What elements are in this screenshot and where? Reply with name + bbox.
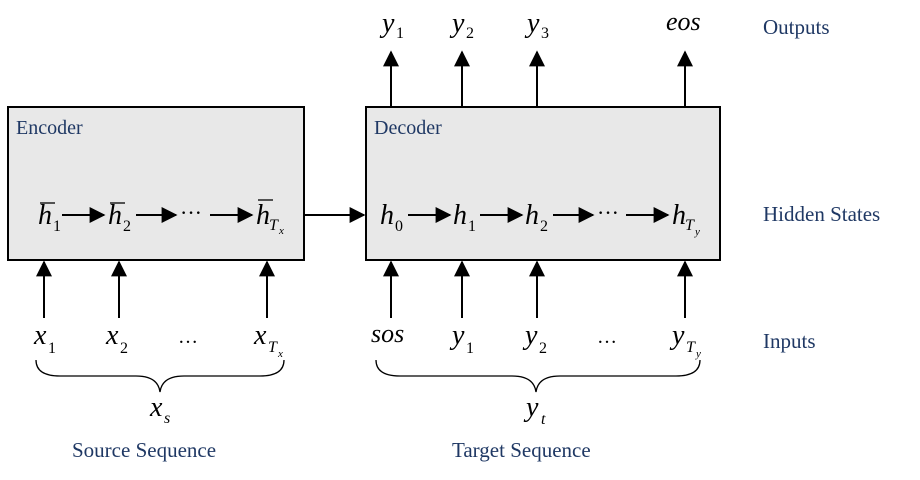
enc-input-x1-sub: 1 <box>48 340 56 357</box>
decoder-state-2-sub: 2 <box>540 218 548 235</box>
decoder-ellipsis: ··· <box>597 200 619 225</box>
dec-input-y1: y 1 <box>449 320 474 357</box>
encoder-box <box>7 106 305 261</box>
output-y1-base: y <box>379 8 395 39</box>
decoder-state-last-subsub: y <box>694 226 700 238</box>
encoder-state-2-base: h <box>108 200 122 231</box>
target-symbol-sub: t <box>541 411 546 428</box>
encoder-state-last-sub: T <box>269 217 279 234</box>
row-label-inputs: Inputs <box>763 329 816 353</box>
source-symbol-base: x <box>149 392 163 423</box>
enc-input-x2: x 2 <box>105 320 128 357</box>
output-y2: y 2 <box>449 8 474 42</box>
enc-input-x2-sub: 2 <box>120 340 128 357</box>
decoder-state-0-sub: 0 <box>395 218 403 235</box>
encoder-state-last-subsub: x <box>278 225 284 237</box>
dec-input-y2-sub: 2 <box>539 340 547 357</box>
target-brace <box>375 359 701 393</box>
encoder-ellipsis: ··· <box>180 200 202 225</box>
dec-input-y1-sub: 1 <box>466 340 474 357</box>
encoder-state-2: h 2 <box>108 200 131 235</box>
enc-input-xTx-subsub: x <box>277 348 283 360</box>
encoder-state-1: h 1 <box>38 200 61 235</box>
enc-input-xTx-sub: T <box>268 339 278 356</box>
source-symbol: x s <box>149 392 170 427</box>
encoder-state-last-base: h <box>256 200 270 231</box>
decoder-state-last-base: h <box>672 200 686 231</box>
output-y3-base: y <box>524 8 540 39</box>
enc-input-x1-base: x <box>33 320 47 351</box>
output-eos: eos <box>666 7 701 36</box>
target-caption: Target Sequence <box>452 438 591 462</box>
output-y2-sub: 2 <box>466 25 474 42</box>
dec-input-y2: y 2 <box>522 320 547 357</box>
encoder-state-1-base: h <box>38 200 52 231</box>
dec-input-ellipsis: … <box>597 326 617 348</box>
output-y3-sub: 3 <box>541 25 549 42</box>
enc-input-xTx: x T x <box>253 320 283 360</box>
encoder-state-last: h T x <box>256 199 284 237</box>
decoder-state-2: h 2 <box>525 200 548 235</box>
output-y3: y 3 <box>524 8 549 42</box>
decoder-state-last: h T y <box>672 200 700 238</box>
dec-input-yTy: y T y <box>669 320 701 360</box>
decoder-state-2-base: h <box>525 200 539 231</box>
decoder-box <box>365 106 721 261</box>
enc-input-xTx-base: x <box>253 320 267 351</box>
dec-input-y2-base: y <box>522 320 538 351</box>
source-symbol-sub: s <box>164 410 170 427</box>
target-symbol: y t <box>523 392 546 428</box>
target-symbol-base: y <box>523 392 539 423</box>
source-brace <box>35 359 285 393</box>
decoder-title: Decoder <box>374 117 442 139</box>
enc-input-x2-base: x <box>105 320 119 351</box>
output-y1-sub: 1 <box>396 25 404 42</box>
enc-input-x1: x 1 <box>33 320 56 357</box>
encoder-state-1-sub: 1 <box>53 218 61 235</box>
output-y2-base: y <box>449 8 465 39</box>
row-label-outputs: Outputs <box>763 15 830 39</box>
decoder-state-last-sub: T <box>685 217 695 234</box>
decoder-state-1-base: h <box>453 200 467 231</box>
dec-input-yTy-base: y <box>669 320 685 351</box>
source-caption: Source Sequence <box>72 438 216 462</box>
row-label-hidden: Hidden States <box>763 202 880 226</box>
decoder-state-0-base: h <box>380 200 394 231</box>
enc-input-ellipsis: … <box>178 326 198 348</box>
output-y1: y 1 <box>379 8 404 42</box>
dec-input-y1-base: y <box>449 320 465 351</box>
decoder-state-0: h 0 <box>380 200 403 235</box>
dec-input-sos: sos <box>371 319 404 348</box>
dec-input-yTy-subsub: y <box>695 348 701 360</box>
decoder-state-1-sub: 1 <box>468 218 476 235</box>
decoder-state-1: h 1 <box>453 200 476 235</box>
encoder-state-2-sub: 2 <box>123 218 131 235</box>
encoder-title: Encoder <box>16 117 83 139</box>
dec-input-yTy-sub: T <box>686 339 696 356</box>
